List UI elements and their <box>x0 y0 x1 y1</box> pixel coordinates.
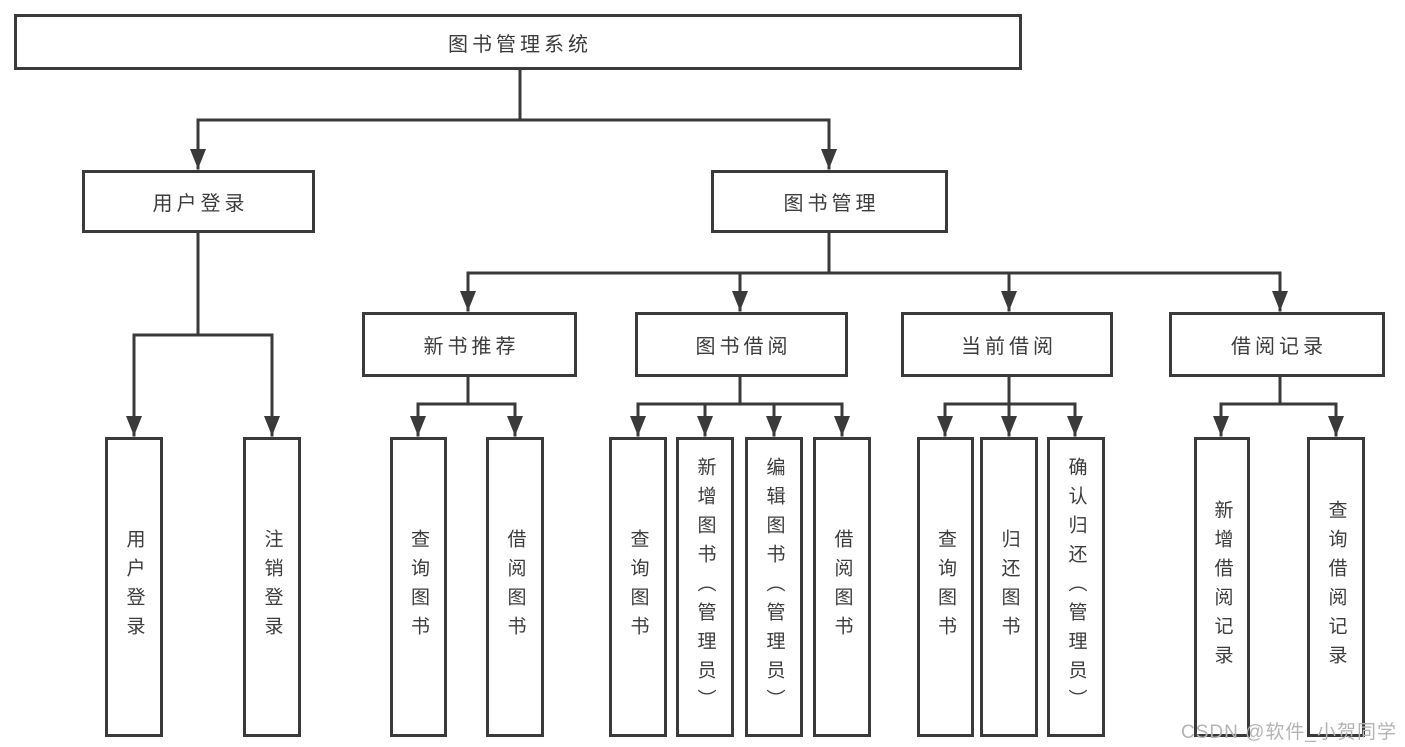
leaf-query-borrow-record-label: 查询借阅记录 <box>1325 500 1347 674</box>
leaf-query-books-current: 查询图书 <box>917 437 974 737</box>
leaf-edit-books-admin-label: 编辑图书（管理员） <box>763 456 785 718</box>
node-new-book-recommend: 新书推荐 <box>362 312 577 377</box>
leaf-edit-books-admin: 编辑图书（管理员） <box>745 437 803 737</box>
node-current-borrow: 当前借阅 <box>901 312 1113 377</box>
node-library-management-system: 图书管理系统 <box>14 14 1022 70</box>
leaf-query-books-current-label: 查询图书 <box>935 529 956 645</box>
leaf-query-books-recommend: 查询图书 <box>390 437 447 737</box>
leaf-confirm-return-admin-label: 确认归还（管理员） <box>1065 456 1087 718</box>
leaf-borrow-books-recommend: 借阅图书 <box>486 437 544 737</box>
leaf-query-books-borrow: 查询图书 <box>609 437 667 737</box>
node-borrow-record-label: 借阅记录 <box>1231 336 1327 358</box>
leaf-query-books-borrow-label: 查询图书 <box>627 529 649 645</box>
leaf-add-books-admin: 新增图书（管理员） <box>676 437 734 737</box>
node-new-book-recommend-label: 新书推荐 <box>423 336 520 358</box>
edge-root-to-level2 <box>190 68 837 170</box>
edge-current-borrow-to-leaves <box>937 375 1083 437</box>
leaf-add-borrow-record: 新增借阅记录 <box>1194 437 1250 737</box>
node-book-borrow: 图书借阅 <box>635 312 848 377</box>
leaf-user-login: 用户登录 <box>105 437 163 737</box>
node-user-login-label: 用户登录 <box>152 193 249 215</box>
leaf-confirm-return-admin: 确认归还（管理员） <box>1047 437 1105 737</box>
leaf-query-borrow-record: 查询借阅记录 <box>1307 437 1365 737</box>
node-book-management: 图书管理 <box>711 170 948 233</box>
node-library-management-system-label: 图书管理系统 <box>448 33 592 56</box>
node-borrow-record: 借阅记录 <box>1169 312 1385 377</box>
leaf-query-books-recommend-label: 查询图书 <box>408 529 429 645</box>
node-book-borrow-label: 图书借阅 <box>695 336 792 358</box>
leaf-add-borrow-record-label: 新增借阅记录 <box>1211 500 1233 674</box>
leaf-return-books: 归还图书 <box>980 437 1038 737</box>
leaf-logout-label: 注销登录 <box>261 529 283 645</box>
node-user-login: 用户登录 <box>82 170 315 233</box>
edge-book-management-to-groups <box>460 231 1288 312</box>
leaf-add-books-admin-label: 新增图书（管理员） <box>694 456 716 718</box>
leaf-return-books-label: 归还图书 <box>998 529 1020 645</box>
edge-borrow-record-to-leaves <box>1213 375 1344 437</box>
node-current-borrow-label: 当前借阅 <box>961 336 1057 358</box>
edge-new-book-recommend-to-leaves <box>410 375 523 437</box>
leaf-user-login-label: 用户登录 <box>123 529 145 645</box>
leaf-borrow-books-label: 借阅图书 <box>831 529 853 645</box>
leaf-borrow-books: 借阅图书 <box>813 437 871 737</box>
leaf-logout: 注销登录 <box>243 437 301 737</box>
edge-book-borrow-to-leaves <box>630 375 850 437</box>
leaf-borrow-books-recommend-label: 借阅图书 <box>504 529 526 645</box>
edge-user-login-to-leaves <box>126 231 280 437</box>
node-book-management-label: 图书管理 <box>783 193 880 215</box>
